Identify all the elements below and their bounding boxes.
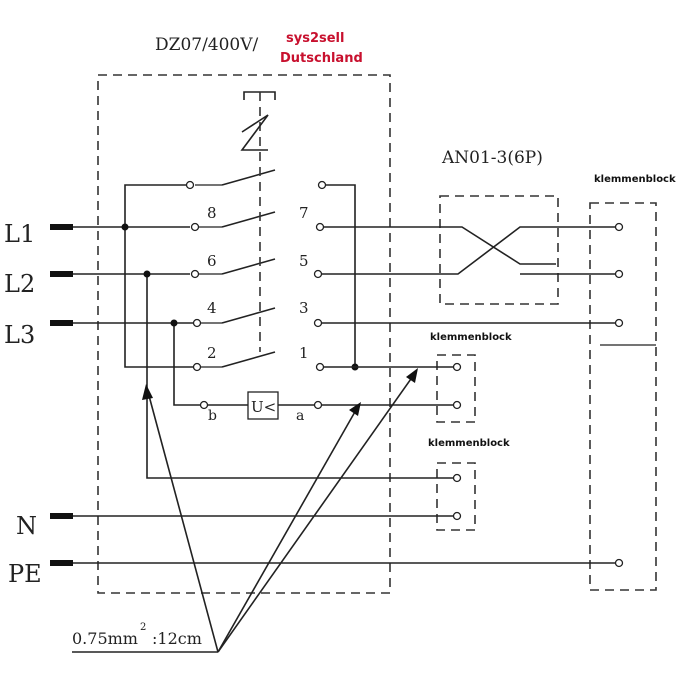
switch-blade-6 <box>221 258 276 275</box>
line-label-n: N <box>16 512 37 540</box>
upper-block-terminal-2 <box>452 400 462 410</box>
bus-l3-branch <box>173 323 204 406</box>
switch-blade-4 <box>221 307 276 324</box>
contact-terminal-6 <box>190 269 200 279</box>
brand-label-line2: Dutschland <box>280 51 363 66</box>
annotation-arrow-2-head <box>349 402 361 416</box>
relay-enclosure <box>439 195 559 305</box>
contact-terminal-7-out <box>317 180 327 190</box>
switch-blade-2 <box>221 351 276 368</box>
coil-terminal-a <box>313 400 323 410</box>
contact-number-4: 4 <box>207 299 217 317</box>
junction-l2 <box>143 270 151 278</box>
brand-label-line1: sys2sell <box>286 31 344 46</box>
bus-l2-branch <box>146 274 455 479</box>
contact-number-6: 6 <box>207 252 217 270</box>
output-wire-7-bridge <box>326 184 356 367</box>
model-label: DZ07/400V/ <box>155 35 259 55</box>
lower-block-terminal-2 <box>452 511 462 521</box>
annotation-arrow-3-line <box>217 375 414 653</box>
terminal-block-label-3: klemmenblock <box>428 438 510 449</box>
junction-l3 <box>170 319 178 327</box>
contact-number-3: 3 <box>299 299 309 317</box>
annotation-arrow-1-head <box>142 384 153 400</box>
terminal-block-right <box>589 202 657 591</box>
wire-spec-superscript: 2 <box>140 622 146 633</box>
contact-number-2: 2 <box>207 344 217 362</box>
contact-number-8: 8 <box>207 204 217 222</box>
annotation-arrow-1-line <box>147 391 219 653</box>
contact-terminal-2 <box>192 362 202 372</box>
terminal-block-label-2: klemmenblock <box>430 332 512 343</box>
terminal-block-label-1: klemmenblock <box>594 174 676 185</box>
upper-block-terminal-1 <box>452 362 462 372</box>
coil-label-b: b <box>208 408 217 424</box>
contact-terminal-1 <box>315 362 325 372</box>
junction-l1 <box>121 223 129 231</box>
right-block-terminal-pe <box>614 558 624 568</box>
terminal-block-lower <box>436 462 476 531</box>
line-label-l3: L3 <box>4 321 35 349</box>
contact-number-1: 1 <box>299 344 309 362</box>
contact-terminal-7 <box>315 222 325 232</box>
actuator-latch <box>240 114 269 151</box>
terminal-block-upper <box>436 354 476 423</box>
right-block-terminal-1 <box>614 222 624 232</box>
switch-blade-8 <box>221 211 276 228</box>
relay-label: AN01-3(6P) <box>441 148 543 168</box>
right-block-terminal-2 <box>614 269 624 279</box>
wire-spec-length: :12cm <box>152 629 202 648</box>
line-label-l1: L1 <box>4 220 35 248</box>
coil-box <box>247 391 279 420</box>
contact-terminal-8-in <box>185 180 195 190</box>
line-label-pe: PE <box>8 560 42 588</box>
right-block-terminal-3 <box>614 318 624 328</box>
line-label-l2: L2 <box>4 270 35 298</box>
output-wire-5 <box>322 226 619 275</box>
contact-number-7: 7 <box>299 204 309 222</box>
coil-label-a: a <box>296 408 304 424</box>
contact-terminal-3 <box>313 318 323 328</box>
contact-number-5: 5 <box>299 252 309 270</box>
coil-label: U< <box>251 398 276 416</box>
wire-spec-text: 0.75mm <box>72 629 138 648</box>
annotation-arrow-3-head <box>406 368 418 383</box>
switch-blade-top <box>221 169 276 186</box>
lower-block-terminal-1 <box>452 473 462 483</box>
coil-terminal-b <box>199 400 209 410</box>
contact-terminal-4 <box>192 318 202 328</box>
bus-l1-internal <box>124 184 195 368</box>
contact-terminal-8 <box>190 222 200 232</box>
annotation-arrow-2-line <box>217 409 357 653</box>
output-wire-7 <box>324 226 556 265</box>
contact-terminal-5 <box>313 269 323 279</box>
